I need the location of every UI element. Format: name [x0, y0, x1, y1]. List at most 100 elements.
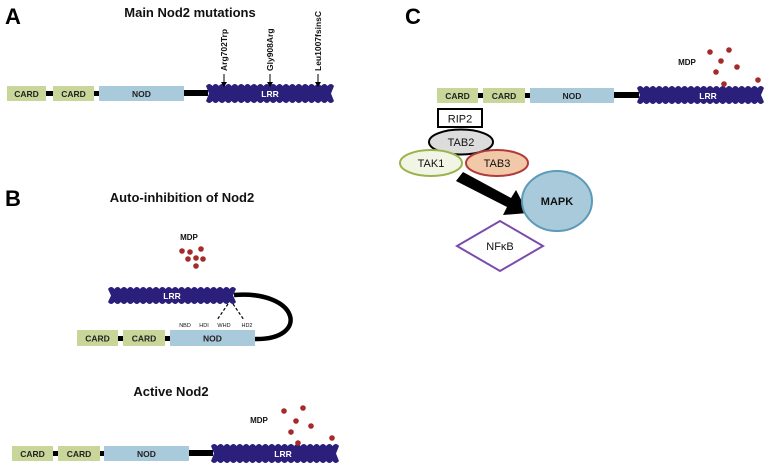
- nfkb-node: NFκB: [455, 219, 545, 273]
- mdp-dot: [198, 246, 204, 252]
- mdp-dot: [726, 47, 732, 53]
- lrr-domain: [211, 444, 339, 463]
- card-1-label: CARD: [14, 89, 39, 99]
- mapk-node: MAPK: [521, 170, 593, 232]
- rip2-node: RIP2: [437, 108, 483, 128]
- mutation-label: Gly908Arg: [265, 28, 275, 71]
- subdomain-hd2: HD2: [241, 323, 252, 329]
- nod-domain: [99, 86, 184, 101]
- mutation-gly908arg: Gly908Arg: [265, 28, 275, 87]
- lrr-label: LRR: [163, 291, 180, 301]
- tab2-ellipse: [428, 128, 494, 156]
- card-1-label: CARD: [85, 334, 110, 344]
- panel-b-letter: B: [5, 186, 21, 211]
- tab2-node: TAB2: [428, 128, 494, 156]
- card-2-label: CARD: [132, 334, 157, 344]
- mdp-cluster: [179, 246, 206, 269]
- mdp-dot: [721, 81, 727, 87]
- lrr-domain: [637, 86, 764, 104]
- lrr-domain: [206, 84, 334, 103]
- rip2-label: RIP2: [448, 114, 472, 126]
- mdp-dot: [179, 248, 185, 254]
- linker-nod-lrr: [189, 450, 213, 456]
- mdp-dot: [308, 423, 314, 429]
- mdp-dot: [300, 405, 306, 411]
- panel-a-title: Main Nod2 mutations: [124, 5, 255, 20]
- mdp-label: MDP: [180, 233, 198, 242]
- linker-nod-lrr: [184, 90, 208, 96]
- tak1-node: TAK1: [399, 149, 463, 177]
- mdp-label: MDP: [678, 58, 696, 67]
- lrr-domain: [108, 287, 236, 304]
- mutation-label: Arg702Trp: [219, 29, 229, 71]
- active-nod2-title: Active Nod2: [133, 384, 208, 399]
- mdp-dot: [755, 77, 761, 83]
- linker: [53, 451, 58, 456]
- mdp-cluster: [707, 47, 761, 87]
- rip2-box: [437, 108, 483, 128]
- panel-a: A Main Nod2 mutations CARD CARD NOD LRR …: [5, 4, 334, 103]
- subdomain-whd: WHD: [217, 323, 230, 329]
- activation-arrow-icon: [456, 172, 528, 215]
- mdp-dot: [295, 440, 301, 446]
- active-mdp-label: MDP: [250, 416, 268, 425]
- nod-label: NOD: [137, 449, 156, 459]
- tak1-label: TAK1: [418, 158, 445, 170]
- linker: [46, 91, 53, 96]
- mdp-dot: [200, 256, 206, 262]
- mutation-label: Leu1007fsinsC: [313, 11, 323, 71]
- nod-domain: [170, 330, 255, 346]
- panel-b-title: Auto-inhibition of Nod2: [110, 190, 254, 205]
- mdp-dot: [734, 64, 740, 70]
- card-domain-1: [77, 330, 118, 346]
- mdp-dot: [193, 255, 199, 261]
- panel-c-letter: C: [405, 4, 421, 29]
- mdp-dot: [281, 408, 287, 414]
- interaction-line-hd2: [232, 303, 245, 321]
- interaction-line-whd: [216, 303, 229, 321]
- linker: [118, 336, 123, 341]
- card-2-label: CARD: [61, 89, 86, 99]
- card-domain-1: [7, 86, 46, 101]
- card-1-label: CARD: [20, 449, 45, 459]
- nod-label: NOD: [563, 91, 582, 101]
- tab3-node: TAB3: [465, 149, 529, 177]
- active-mdp-cluster: [281, 405, 335, 446]
- linker: [478, 93, 483, 98]
- mdp-dot: [329, 435, 335, 441]
- card-domain-2: [53, 86, 94, 101]
- tab3-label: TAB3: [484, 158, 511, 170]
- linker: [525, 93, 530, 98]
- lrr-label: LRR: [274, 449, 291, 459]
- panel-b: B Auto-inhibition of Nod2 MDP LRR NBD HD…: [5, 186, 339, 463]
- arrow-head-icon: [221, 82, 227, 87]
- lrr-label: LRR: [261, 89, 278, 99]
- linker-nod-lrr: [614, 92, 639, 98]
- mdp-dot: [713, 69, 719, 75]
- mapk-label: MAPK: [541, 196, 573, 208]
- card-1-label: CARD: [445, 91, 470, 101]
- nod-domain: [104, 446, 189, 461]
- card-domain-1: [437, 88, 478, 103]
- mdp-dot: [707, 49, 713, 55]
- card-domain-2: [123, 330, 165, 346]
- card-domain-2: [483, 88, 525, 103]
- card-2-label: CARD: [492, 91, 517, 101]
- linker: [165, 336, 170, 341]
- mdp-dot: [718, 58, 724, 64]
- subdomain-nbd: NBD: [179, 323, 191, 329]
- nfkb-label: NFκB: [486, 241, 514, 253]
- arrow-head-icon: [315, 82, 321, 87]
- tab3-ellipse: [465, 149, 529, 177]
- mapk-ellipse: [521, 170, 593, 232]
- mdp-dot: [293, 418, 299, 424]
- mutation-arg702trp: Arg702Trp: [219, 29, 229, 87]
- mdp-dot: [193, 263, 199, 269]
- linker: [100, 451, 104, 456]
- mdp-dot: [187, 249, 193, 255]
- card-domain-2: [58, 446, 100, 461]
- tab2-label: TAB2: [448, 137, 475, 149]
- arrow-head-icon: [267, 82, 273, 87]
- nod-label: NOD: [203, 334, 222, 344]
